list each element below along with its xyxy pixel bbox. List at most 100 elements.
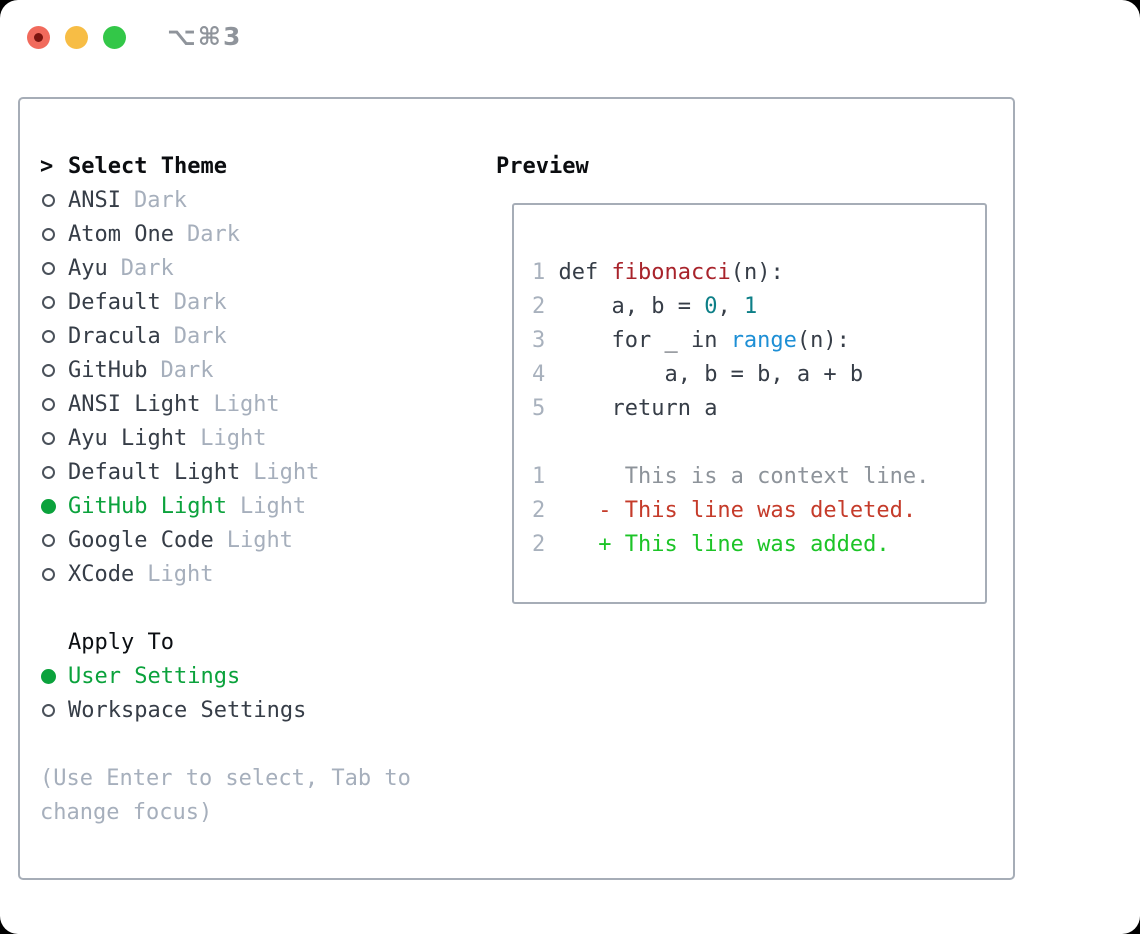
code-token-deleted: - This line was deleted. bbox=[545, 497, 917, 523]
theme-option-github-light[interactable]: GitHub Light Light bbox=[40, 489, 411, 523]
code-line: 1 def fibonacci(n): bbox=[532, 255, 929, 289]
radio-icon bbox=[42, 329, 55, 343]
apply-option-user-settings[interactable]: User Settings bbox=[40, 659, 411, 693]
radio-selected-icon bbox=[41, 668, 56, 684]
code-line: 2 a, b = 0, 1 bbox=[532, 289, 929, 323]
theme-name: Ayu bbox=[68, 255, 108, 281]
radio-icon bbox=[42, 465, 55, 479]
theme-variant-badge: Dark bbox=[160, 357, 214, 383]
select-theme-title: Select Theme bbox=[68, 153, 227, 179]
theme-option-dracula[interactable]: Dracula Dark bbox=[40, 319, 411, 353]
theme-option-ansi[interactable]: ANSI Dark bbox=[40, 183, 411, 217]
window-title-shortcut: ⌥⌘3 bbox=[167, 22, 243, 51]
theme-variant-badge: Light bbox=[213, 391, 280, 417]
code-token-code: a, b = b, a + b bbox=[545, 361, 864, 387]
apply-option-workspace-settings[interactable]: Workspace Settings bbox=[40, 693, 411, 727]
theme-name: GitHub bbox=[68, 357, 148, 383]
code-token-num: 0 bbox=[704, 293, 718, 319]
code-token-added: + This line was added. bbox=[545, 531, 890, 557]
radio-icon bbox=[42, 227, 55, 241]
theme-option-ayu-light[interactable]: Ayu Light Light bbox=[40, 421, 411, 455]
theme-variant-badge: Dark bbox=[133, 187, 187, 213]
hint-line-1: (Use Enter to select, Tab to bbox=[40, 765, 411, 791]
theme-name: XCode bbox=[68, 561, 135, 587]
theme-name: Dracula bbox=[68, 323, 161, 349]
radio-icon bbox=[42, 431, 55, 445]
close-button[interactable] bbox=[27, 26, 50, 49]
radio-icon bbox=[42, 261, 55, 275]
theme-variant-badge: Dark bbox=[173, 323, 227, 349]
code-token-func: fibonacci bbox=[611, 259, 731, 285]
theme-variant-badge: Dark bbox=[186, 221, 240, 247]
theme-name: ANSI bbox=[68, 187, 121, 213]
code-token-builtin: range bbox=[730, 327, 797, 353]
theme-option-default[interactable]: Default Dark bbox=[40, 285, 411, 319]
line-number: 2 bbox=[532, 293, 546, 319]
theme-name: Google Code bbox=[68, 527, 214, 553]
preview-title: Preview bbox=[496, 153, 589, 179]
theme-variant-badge: Light bbox=[239, 493, 307, 519]
minimize-button[interactable] bbox=[65, 26, 88, 49]
code-line: 2 - This line was deleted. bbox=[532, 493, 929, 527]
spacer bbox=[40, 591, 411, 625]
theme-name: Default Light bbox=[68, 459, 241, 485]
radio-icon bbox=[42, 193, 55, 207]
theme-option-atom-one[interactable]: Atom One Dark bbox=[40, 217, 411, 251]
zoom-button[interactable] bbox=[103, 26, 126, 49]
code-line bbox=[532, 425, 929, 459]
radio-selected-icon bbox=[41, 498, 56, 514]
theme-option-github[interactable]: GitHub Dark bbox=[40, 353, 411, 387]
code-line: 2 + This line was added. bbox=[532, 527, 929, 561]
theme-variant-badge: Light bbox=[200, 425, 267, 451]
theme-name: Ayu Light bbox=[68, 425, 188, 451]
select-theme-header: > Select Theme bbox=[40, 149, 411, 183]
theme-option-ansi-light[interactable]: ANSI Light Light bbox=[40, 387, 411, 421]
apply-to-header: Apply To bbox=[40, 625, 411, 659]
prompt-icon: > bbox=[40, 153, 54, 179]
code-token-code: for _ in bbox=[545, 327, 731, 353]
line-number: 2 bbox=[532, 531, 546, 557]
theme-name: GitHub Light bbox=[68, 493, 227, 519]
code-line: 5 return a bbox=[532, 391, 929, 425]
theme-name: ANSI Light bbox=[68, 391, 201, 417]
code-token-code: (n): bbox=[730, 259, 784, 285]
line-number: 3 bbox=[532, 327, 546, 353]
line-number: 2 bbox=[532, 497, 546, 523]
theme-option-ayu[interactable]: Ayu Dark bbox=[40, 251, 411, 285]
code-token-code: return a bbox=[545, 395, 718, 421]
radio-icon bbox=[42, 295, 55, 309]
code-token-code: , bbox=[717, 293, 744, 319]
titlebar: ⌥⌘3 bbox=[0, 0, 1140, 78]
hint-line-2: change focus) bbox=[40, 799, 213, 825]
line-number: 1 bbox=[532, 259, 546, 285]
code-line: 1 This is a context line. bbox=[532, 459, 929, 493]
theme-name: Default bbox=[68, 289, 161, 315]
theme-variant-badge: Light bbox=[226, 527, 293, 553]
spacer bbox=[40, 727, 411, 761]
theme-option-default-light[interactable]: Default Light Light bbox=[40, 455, 411, 489]
theme-name: Atom One bbox=[68, 221, 174, 247]
radio-icon bbox=[42, 533, 55, 547]
theme-variant-badge: Light bbox=[253, 459, 320, 485]
radio-icon bbox=[42, 703, 55, 717]
apply-option-label: Workspace Settings bbox=[68, 697, 307, 723]
line-number: 4 bbox=[532, 361, 546, 387]
code-token-code: def bbox=[545, 259, 612, 285]
apply-option-label: User Settings bbox=[68, 663, 241, 689]
theme-variant-badge: Dark bbox=[120, 255, 174, 281]
radio-icon bbox=[42, 397, 55, 411]
code-token-context: This is a context line. bbox=[545, 463, 930, 489]
line-number: 5 bbox=[532, 395, 546, 421]
code-token-code: (n): bbox=[796, 327, 850, 353]
theme-option-google-code[interactable]: Google Code Light bbox=[40, 523, 411, 557]
line-number: 1 bbox=[532, 463, 546, 489]
code-token-code: a, b = bbox=[545, 293, 705, 319]
theme-variant-badge: Dark bbox=[173, 289, 227, 315]
